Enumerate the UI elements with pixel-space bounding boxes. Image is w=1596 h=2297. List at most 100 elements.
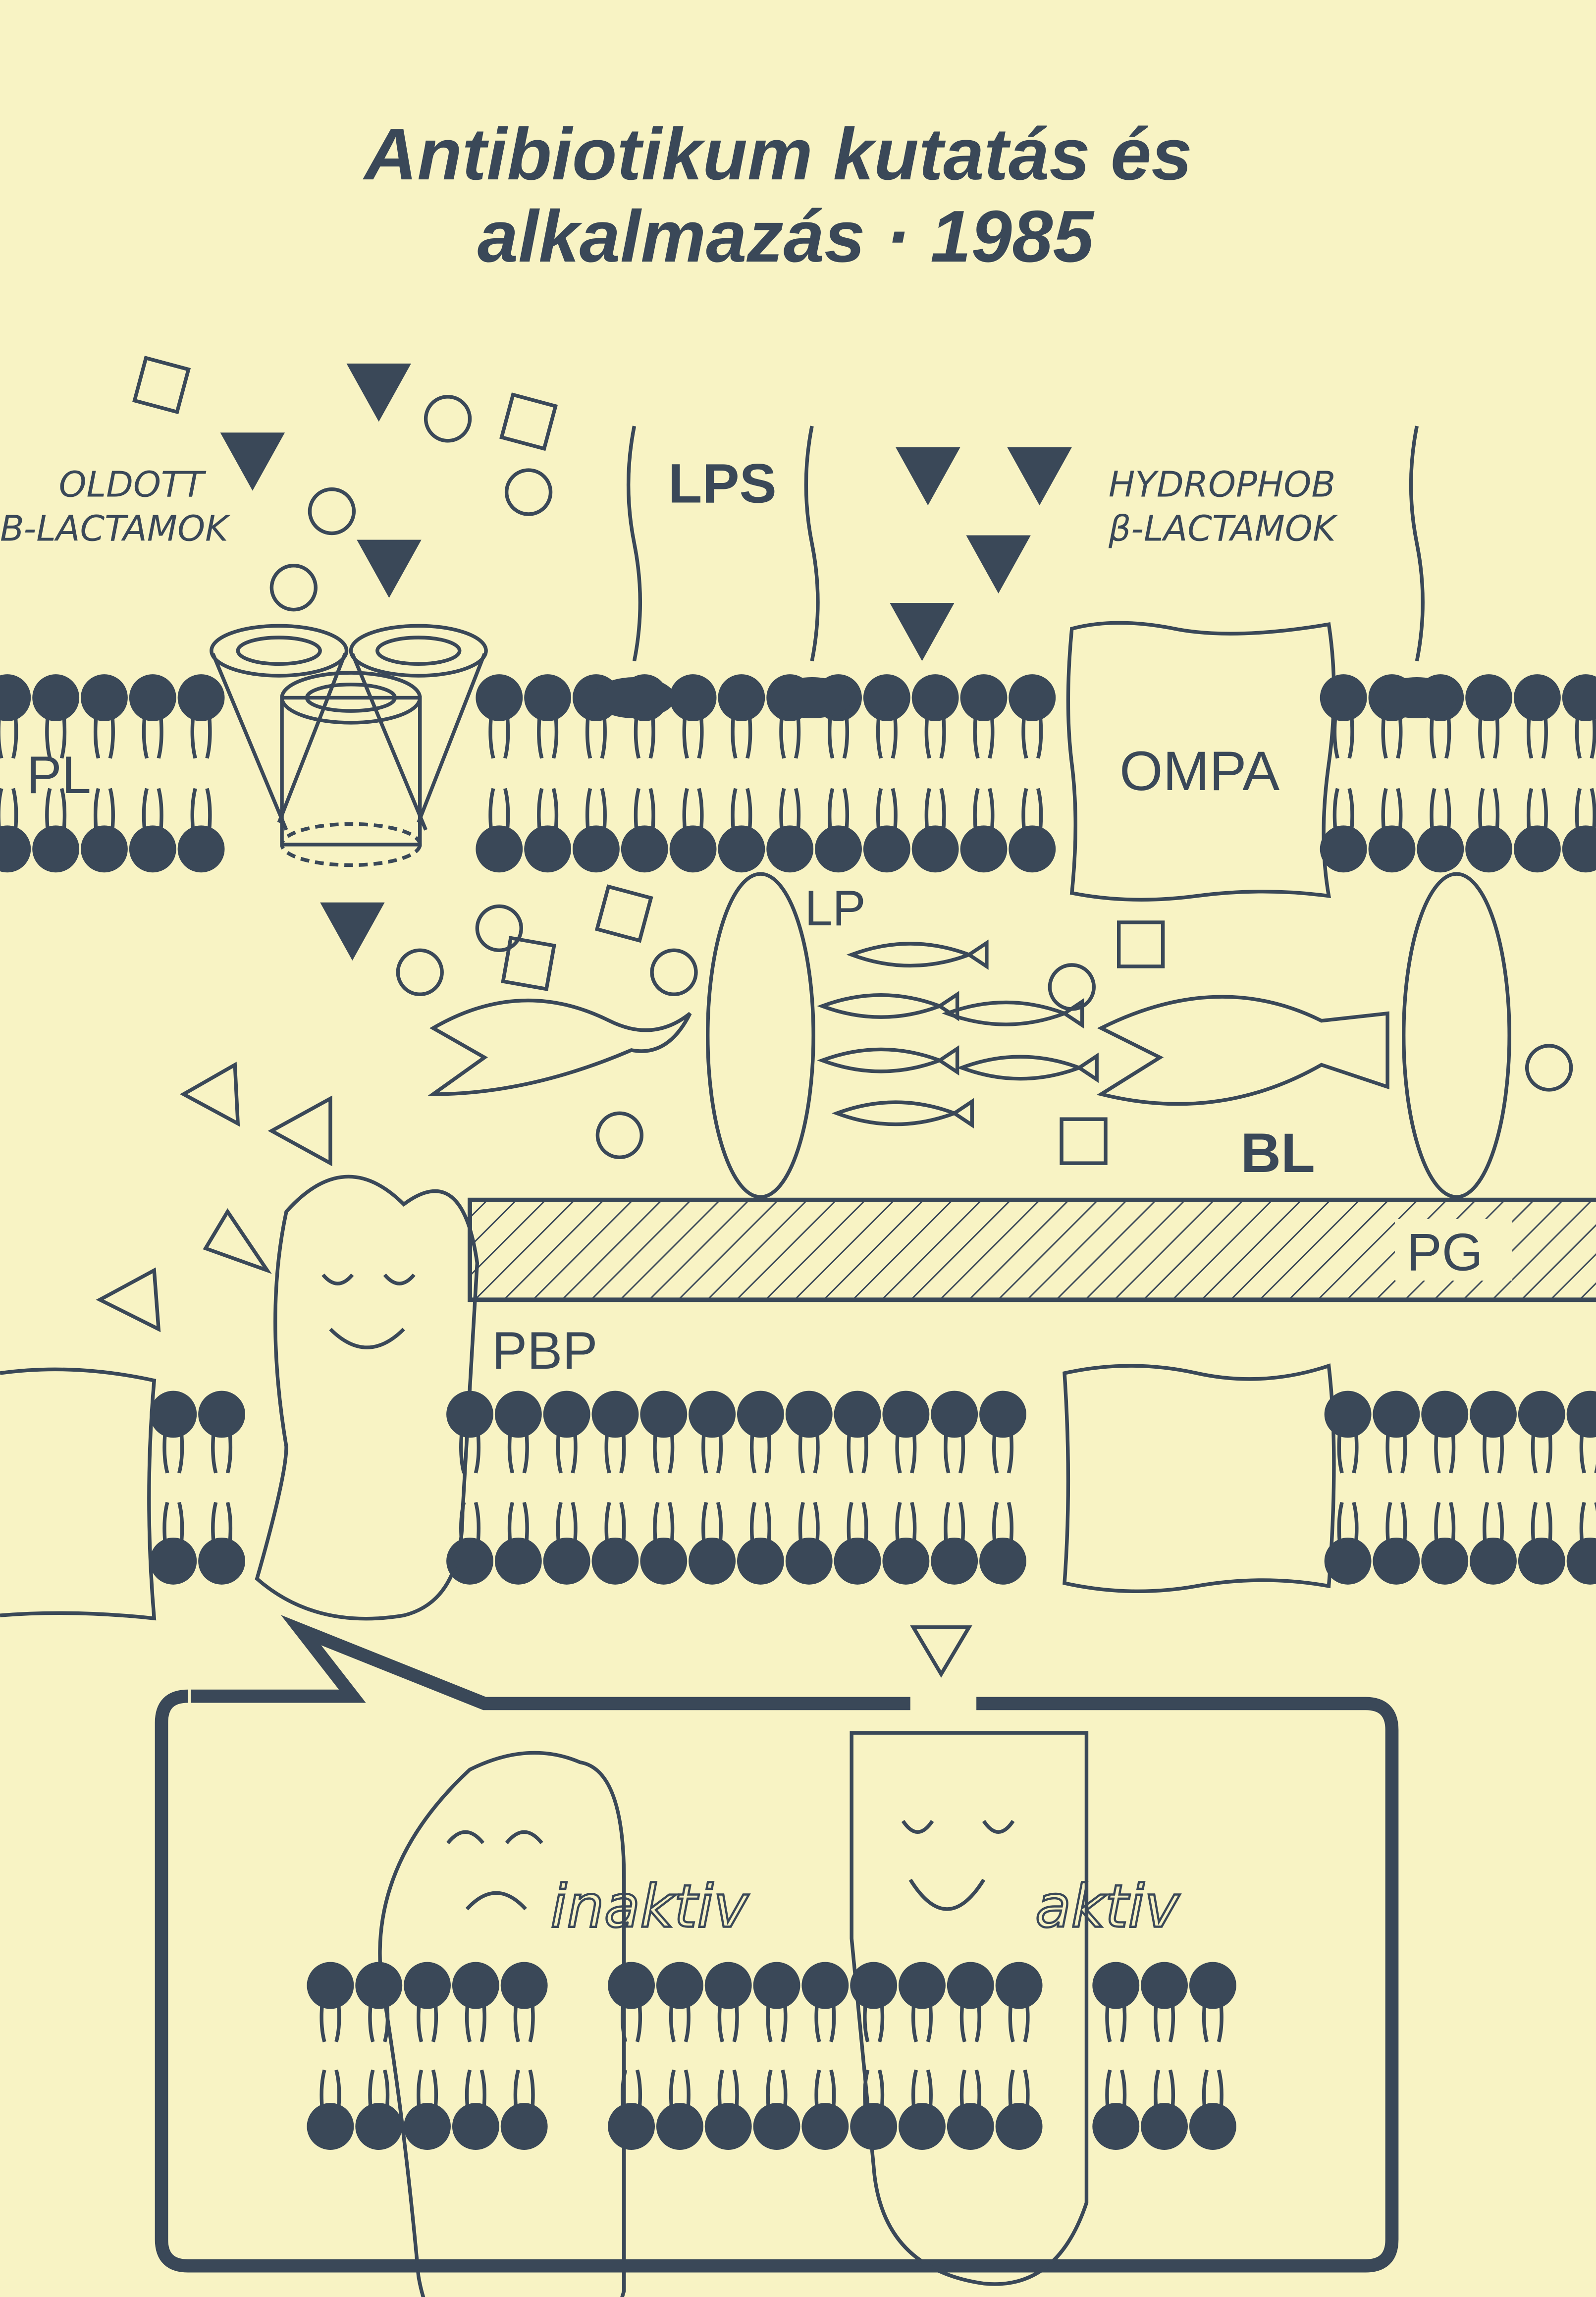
lipid-head: [307, 2103, 354, 2150]
lipid-head: [307, 1962, 354, 2009]
triangle-icon: [96, 1267, 161, 1333]
label-aktiv: aktiv: [1035, 1872, 1180, 1940]
lipid-head: [979, 1390, 1026, 1438]
lipid-head: [1566, 1390, 1596, 1438]
label-inaktiv: inaktiv: [551, 1872, 749, 1940]
lipid-head: [446, 1537, 493, 1585]
lipid-head: [1421, 1537, 1469, 1585]
circle-icon: [504, 468, 553, 516]
lipid-head: [1465, 674, 1513, 721]
lipid-head: [689, 1390, 736, 1438]
lipid-head: [995, 1962, 1043, 2009]
lipid-head: [621, 825, 668, 873]
inactive-pbp: [378, 1751, 626, 2297]
lipid-head: [1320, 825, 1367, 873]
lipid-head: [476, 825, 523, 873]
title-line-2: alkalmazás · 1985: [478, 196, 1095, 277]
lipid-head: [543, 1390, 590, 1438]
lipid-head: [608, 2103, 655, 2150]
filled-triangle-icon: [890, 603, 955, 661]
lipid-head: [947, 1962, 994, 2009]
triangle-icon: [203, 1208, 272, 1274]
lipid-head: [1320, 674, 1367, 721]
filled-triangle-icon: [320, 902, 385, 961]
small-fish-icon: [817, 991, 959, 1021]
lipid-head: [960, 825, 1008, 873]
lipid-head: [1518, 1537, 1565, 1585]
lipid-head: [1518, 1390, 1565, 1438]
circle-icon: [595, 1111, 644, 1159]
lipid-head: [452, 1962, 499, 2009]
label-oldott: OLDOTT: [59, 464, 207, 505]
lipid-head: [355, 1962, 403, 2009]
lipid-head: [753, 1962, 800, 2009]
label-lp: LP: [804, 881, 865, 936]
antibiotic-molecules: [96, 356, 1573, 1333]
label-hydrophob: HYDROPHOB: [1109, 464, 1335, 505]
lipid-head: [1373, 1537, 1420, 1585]
lipid-head: [753, 2103, 800, 2150]
lipid-head: [1141, 2103, 1188, 2150]
lipid-head: [1324, 1537, 1372, 1585]
active-pbp: [850, 1731, 1089, 2286]
lipid-head: [177, 674, 225, 721]
lipid-head: [1009, 674, 1056, 721]
lipid-head: [834, 1537, 881, 1585]
lps-anchor: [593, 677, 676, 719]
lipid-head: [1417, 825, 1464, 873]
lipid-head: [0, 674, 31, 721]
porin: [210, 624, 488, 867]
lipid-head: [81, 825, 128, 873]
lps-chain: [626, 426, 642, 662]
square-icon: [594, 884, 653, 943]
lipid-head: [1514, 674, 1561, 721]
lps-chain: [1409, 426, 1425, 662]
lipid-head: [198, 1537, 246, 1585]
lipid-head: [1566, 1538, 1596, 1585]
circle-icon: [1048, 963, 1096, 1011]
circle-icon: [475, 904, 523, 953]
label-pbp: PBP: [492, 1321, 597, 1380]
filled-triangle-icon: [966, 535, 1031, 594]
lps-anchor: [1376, 677, 1458, 719]
lipid-head: [32, 825, 80, 873]
lipid-head: [1470, 1390, 1517, 1438]
lipid-head: [500, 1962, 548, 2009]
label-pl: PL: [26, 745, 91, 804]
lipid-head: [960, 674, 1008, 721]
label-pg: PG: [1407, 1223, 1483, 1282]
lipid-head: [850, 2103, 898, 2150]
triangle-icon: [267, 1095, 332, 1167]
lipid-head: [1465, 825, 1513, 873]
lipid-head: [656, 2103, 703, 2150]
lipid-head: [150, 1537, 197, 1585]
filled-triangle-icon: [220, 432, 285, 491]
lipid-head: [669, 825, 717, 873]
lipid-head: [656, 1962, 703, 2009]
lipid-head: [815, 825, 862, 873]
lipid-head: [882, 1537, 930, 1585]
lipid-head: [543, 1537, 590, 1585]
lipid-head: [452, 2103, 499, 2150]
lipid-head: [150, 1390, 197, 1438]
circle-icon: [308, 487, 356, 535]
lipid-head: [863, 674, 910, 721]
lipid-head: [899, 2103, 946, 2150]
circle-icon: [424, 395, 472, 443]
left-membrane-protein: [0, 1367, 157, 1621]
lipid-head: [0, 825, 31, 873]
pbp-protein: [255, 1175, 479, 1621]
lipid-head: [911, 674, 959, 721]
lipid-head: [669, 674, 717, 721]
small-fish-icon: [846, 939, 989, 970]
lipid-head: [1421, 1390, 1469, 1438]
lipid-head: [404, 2103, 451, 2150]
lipid-head: [1373, 1390, 1420, 1438]
small-fish-icon: [831, 1098, 974, 1128]
lipid-head: [834, 1390, 881, 1438]
lipid-head: [591, 1390, 639, 1438]
label-b-lactamok: B-LACTAMOK: [0, 508, 231, 549]
pg-label-bg: [1394, 1219, 1513, 1281]
square-icon: [1060, 1117, 1108, 1165]
lps-anchor: [771, 677, 853, 719]
